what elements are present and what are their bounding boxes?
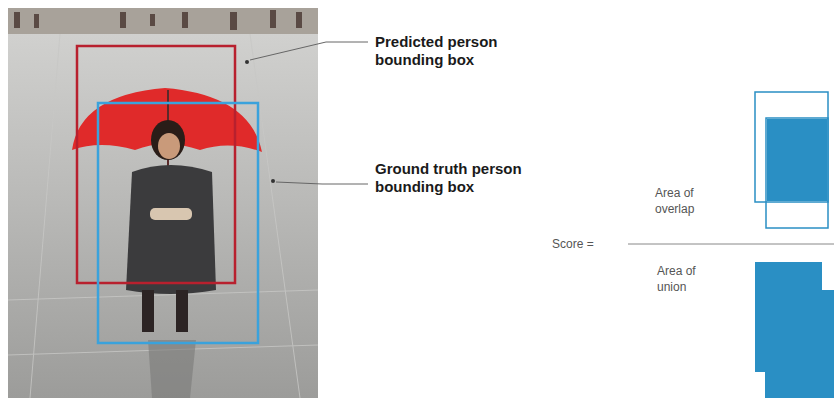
photo	[8, 8, 318, 398]
ground-truth-box	[98, 103, 258, 343]
leader-line	[276, 182, 368, 184]
predicted-box	[77, 46, 235, 283]
hair	[151, 120, 185, 160]
denominator-label: Area of union	[657, 263, 719, 295]
hands	[150, 208, 192, 220]
leg	[142, 290, 154, 332]
numerator-label: Area of overlap	[655, 185, 717, 217]
pavement-lines	[8, 34, 318, 398]
callout-label: Ground truth person bounding box	[375, 160, 545, 196]
reflection	[148, 340, 196, 398]
distant-people	[14, 10, 302, 30]
union-area	[755, 262, 834, 398]
box-outline	[766, 118, 828, 228]
wet-pavement	[8, 8, 318, 398]
overlap-area	[767, 119, 827, 201]
leg	[176, 290, 188, 332]
face	[158, 133, 180, 159]
callout-label: Predicted person bounding box	[375, 33, 545, 69]
fraction-bar	[628, 244, 834, 245]
background-crowd	[8, 8, 318, 34]
coat	[126, 165, 216, 294]
leader-dot	[271, 179, 275, 183]
leader-line	[250, 42, 368, 60]
score-label: Score =	[552, 236, 622, 252]
leader-dot	[245, 60, 249, 64]
